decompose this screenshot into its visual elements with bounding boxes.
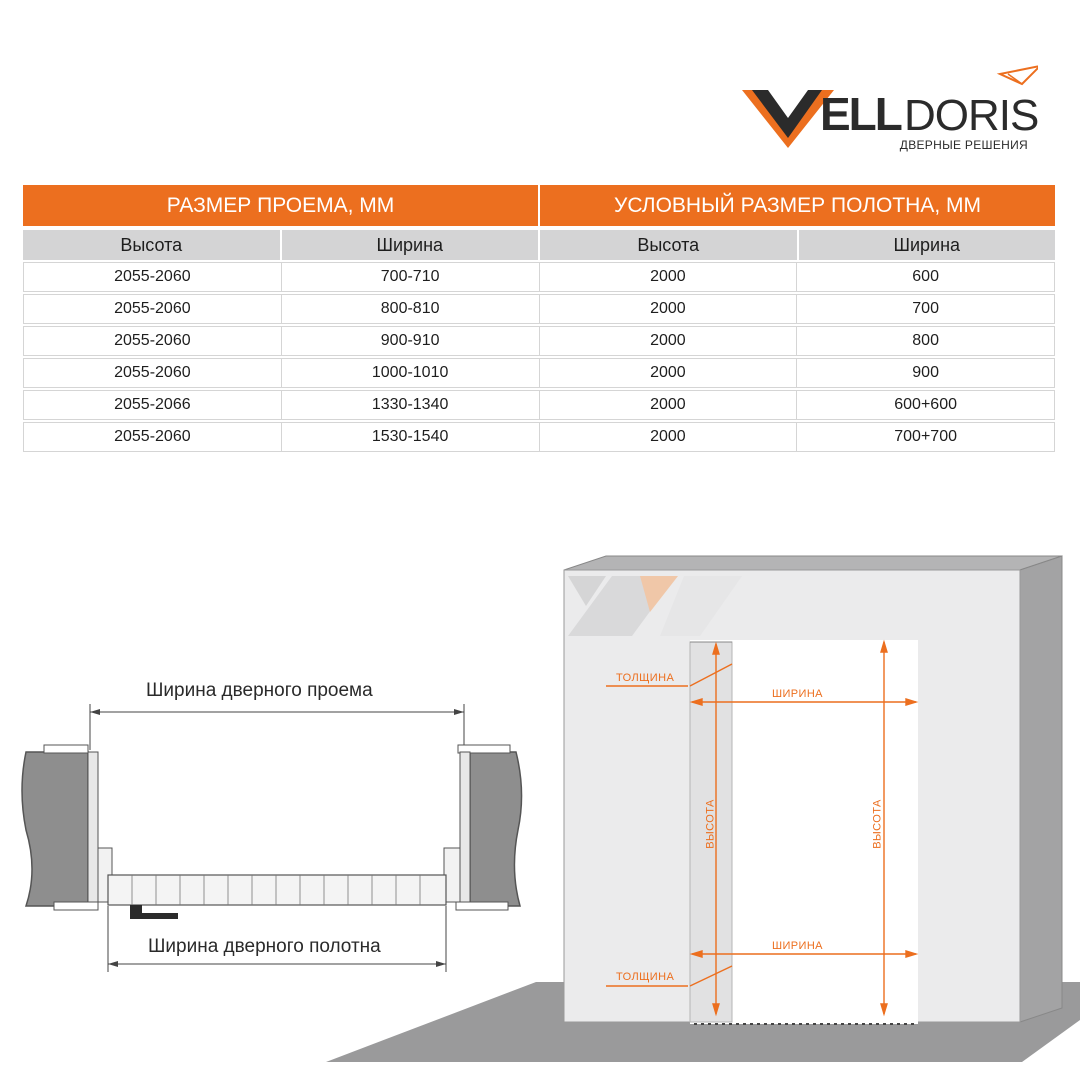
svg-text:ELL: ELL bbox=[820, 88, 902, 140]
leaf-size-header: УСЛОВНЫЙ РАЗМЕР ПОЛОТНА, ММ bbox=[538, 185, 1055, 226]
brand-tagline: ДВЕРНЫЕ РЕШЕНИЯ bbox=[899, 138, 1028, 152]
table-group-header: РАЗМЕР ПРОЕМА, ММ УСЛОВНЫЙ РАЗМЕР ПОЛОТН… bbox=[23, 185, 1055, 226]
cell: 2055-2066 bbox=[23, 390, 282, 420]
table-row: 2055-2060 1000-1010 2000 900 bbox=[23, 358, 1055, 388]
cell: 900 bbox=[797, 358, 1055, 388]
table-column-header: Высота Ширина Высота Ширина bbox=[23, 230, 1055, 260]
opening-width-label: Ширина дверного проема bbox=[146, 680, 373, 701]
table-row: 2055-2060 1530-1540 2000 700+700 bbox=[23, 422, 1055, 452]
cell: 600 bbox=[797, 262, 1055, 292]
cell: 2055-2060 bbox=[23, 326, 282, 356]
cell: 1000-1010 bbox=[281, 358, 540, 388]
cell: 700+700 bbox=[797, 422, 1055, 452]
height-label-opening: ВЫСОТА bbox=[871, 799, 884, 849]
cell: 800 bbox=[797, 326, 1055, 356]
cell: 2055-2060 bbox=[23, 294, 282, 324]
cell: 1530-1540 bbox=[281, 422, 540, 452]
cell: 900-910 bbox=[281, 326, 540, 356]
cell: 2000 bbox=[539, 326, 798, 356]
size-table: РАЗМЕР ПРОЕМА, ММ УСЛОВНЫЙ РАЗМЕР ПОЛОТН… bbox=[23, 185, 1055, 452]
thickness-label-bottom: ТОЛЩИНА bbox=[616, 971, 675, 983]
leaf-width-label: Ширина дверного полотна bbox=[148, 936, 381, 957]
table-row: 2055-2066 1330-1340 2000 600+600 bbox=[23, 390, 1055, 420]
col-leaf-height: Высота bbox=[538, 230, 797, 260]
cell: 2000 bbox=[539, 422, 798, 452]
table-row: 2055-2060 700-710 2000 600 bbox=[23, 262, 1055, 292]
cell: 2000 bbox=[539, 294, 798, 324]
col-leaf-width: Ширина bbox=[796, 230, 1055, 260]
col-opening-width: Ширина bbox=[279, 230, 538, 260]
cell: 700-710 bbox=[281, 262, 540, 292]
cell: 600+600 bbox=[797, 390, 1055, 420]
cell: 2055-2060 bbox=[23, 262, 282, 292]
velldoris-logo: ELL DORIS bbox=[742, 65, 1038, 148]
col-opening-height: Высота bbox=[23, 230, 280, 260]
width-label-bottom: ШИРИНА bbox=[772, 940, 823, 952]
cell: 700 bbox=[797, 294, 1055, 324]
table-row: 2055-2060 900-910 2000 800 bbox=[23, 326, 1055, 356]
cell: 800-810 bbox=[281, 294, 540, 324]
cell: 2000 bbox=[539, 262, 798, 292]
door-plan-diagram bbox=[21, 704, 523, 972]
width-label-top: ШИРИНА bbox=[772, 688, 823, 700]
svg-text:DORIS: DORIS bbox=[904, 91, 1038, 140]
height-label-leaf: ВЫСОТА bbox=[704, 799, 717, 849]
thickness-label-top: ТОЛЩИНА bbox=[616, 672, 675, 684]
opening-size-header: РАЗМЕР ПРОЕМА, ММ bbox=[23, 185, 538, 226]
doorway-perspective-diagram bbox=[326, 555, 1080, 1062]
cell: 2055-2060 bbox=[23, 358, 282, 388]
cell: 2000 bbox=[539, 358, 798, 388]
cell: 2055-2060 bbox=[23, 422, 282, 452]
cell: 1330-1340 bbox=[281, 390, 540, 420]
table-row: 2055-2060 800-810 2000 700 bbox=[23, 294, 1055, 324]
cell: 2000 bbox=[539, 390, 798, 420]
